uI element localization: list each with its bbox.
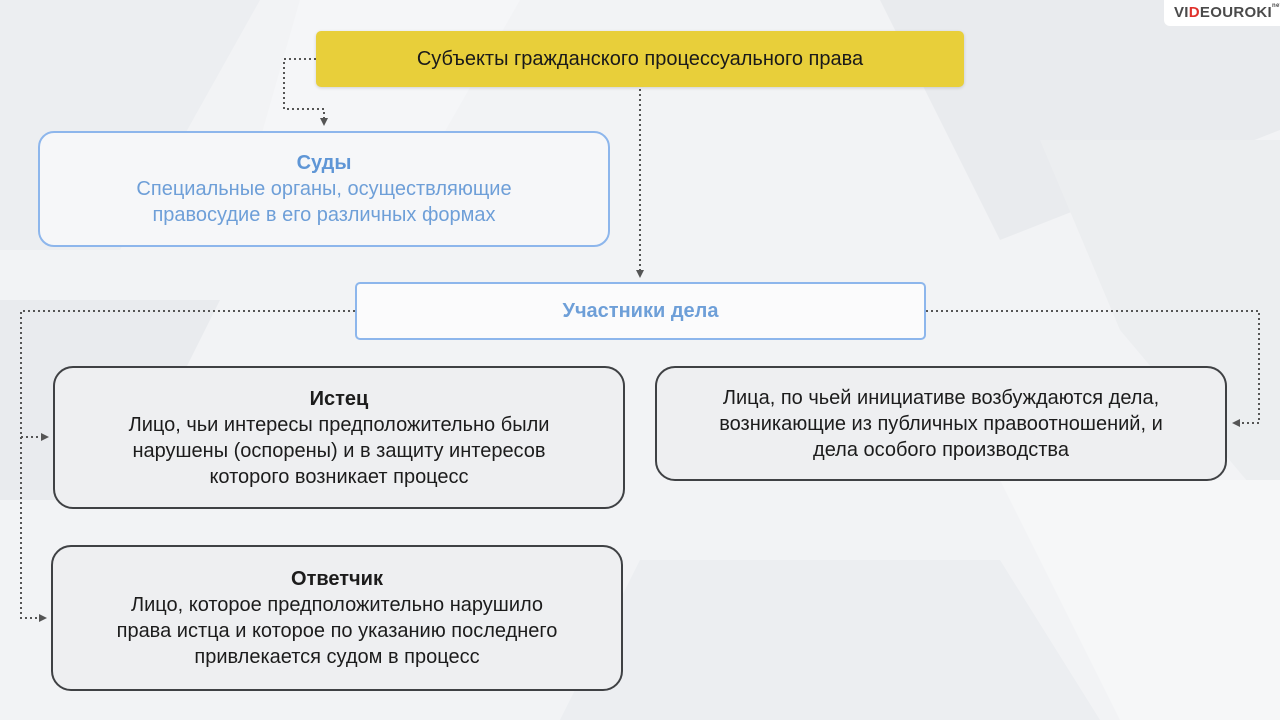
- initiative-line-1: Лица, по чьей инициативе возбуждаются де…: [722, 386, 1160, 409]
- participants-box: Участники дела: [355, 282, 926, 340]
- courts-line-1: Специальные органы, осуществляющие: [136, 178, 512, 200]
- courts-box: Суды Специальные органы, осуществляющие …: [38, 131, 610, 247]
- plaintiff-line-3: которого возникает процесс: [209, 465, 469, 488]
- initiative-box: Лица, по чьей инициативе возбуждаются де…: [655, 366, 1227, 481]
- defendant-line-2: права истца и которое по указанию послед…: [116, 620, 558, 642]
- plaintiff-line-1: Лицо, чьи интересы предположительно были: [128, 413, 550, 436]
- defendant-line-3: привлекается судом в процесс: [194, 646, 480, 668]
- plaintiff-heading: Истец: [309, 387, 369, 410]
- plaintiff-box: Истец Лицо, чьи интересы предположительн…: [53, 366, 625, 509]
- initiative-line-2: возникающие из публичных правоотношений,…: [719, 412, 1163, 435]
- participants-heading: Участники дела: [562, 300, 719, 322]
- logo-prefix: VI: [1174, 4, 1189, 21]
- logo-rest: EOUROKI: [1199, 4, 1273, 21]
- initiative-line-3: дела особого производства: [813, 438, 1069, 461]
- courts-line-2: правосудие в его различных формах: [152, 204, 496, 226]
- logo-accent: D: [1188, 4, 1200, 21]
- plaintiff-line-2: нарушены (оспорены) и в защиту интересов: [132, 439, 546, 462]
- diagram-title: Субъекты гражданского процессуального пр…: [416, 48, 864, 70]
- connector-participants-to-defendant: [20, 437, 47, 622]
- defendant-line-1: Лицо, которое предположительно нарушило: [130, 594, 544, 616]
- connector-participants-to-plaintiff: [20, 310, 355, 441]
- defendant-box: Ответчик Лицо, которое предположительно …: [51, 545, 623, 691]
- videouroki-logo: VIDEOUROKInet: [1164, 0, 1280, 26]
- defendant-heading: Ответчик: [291, 568, 383, 590]
- courts-heading: Суды: [296, 152, 352, 174]
- connector-title-to-courts: [283, 58, 328, 126]
- connector-participants-to-initiative: [926, 310, 1260, 427]
- diagram-title-box: Субъекты гражданского процессуального пр…: [316, 31, 964, 87]
- logo-suffix: net: [1272, 3, 1280, 9]
